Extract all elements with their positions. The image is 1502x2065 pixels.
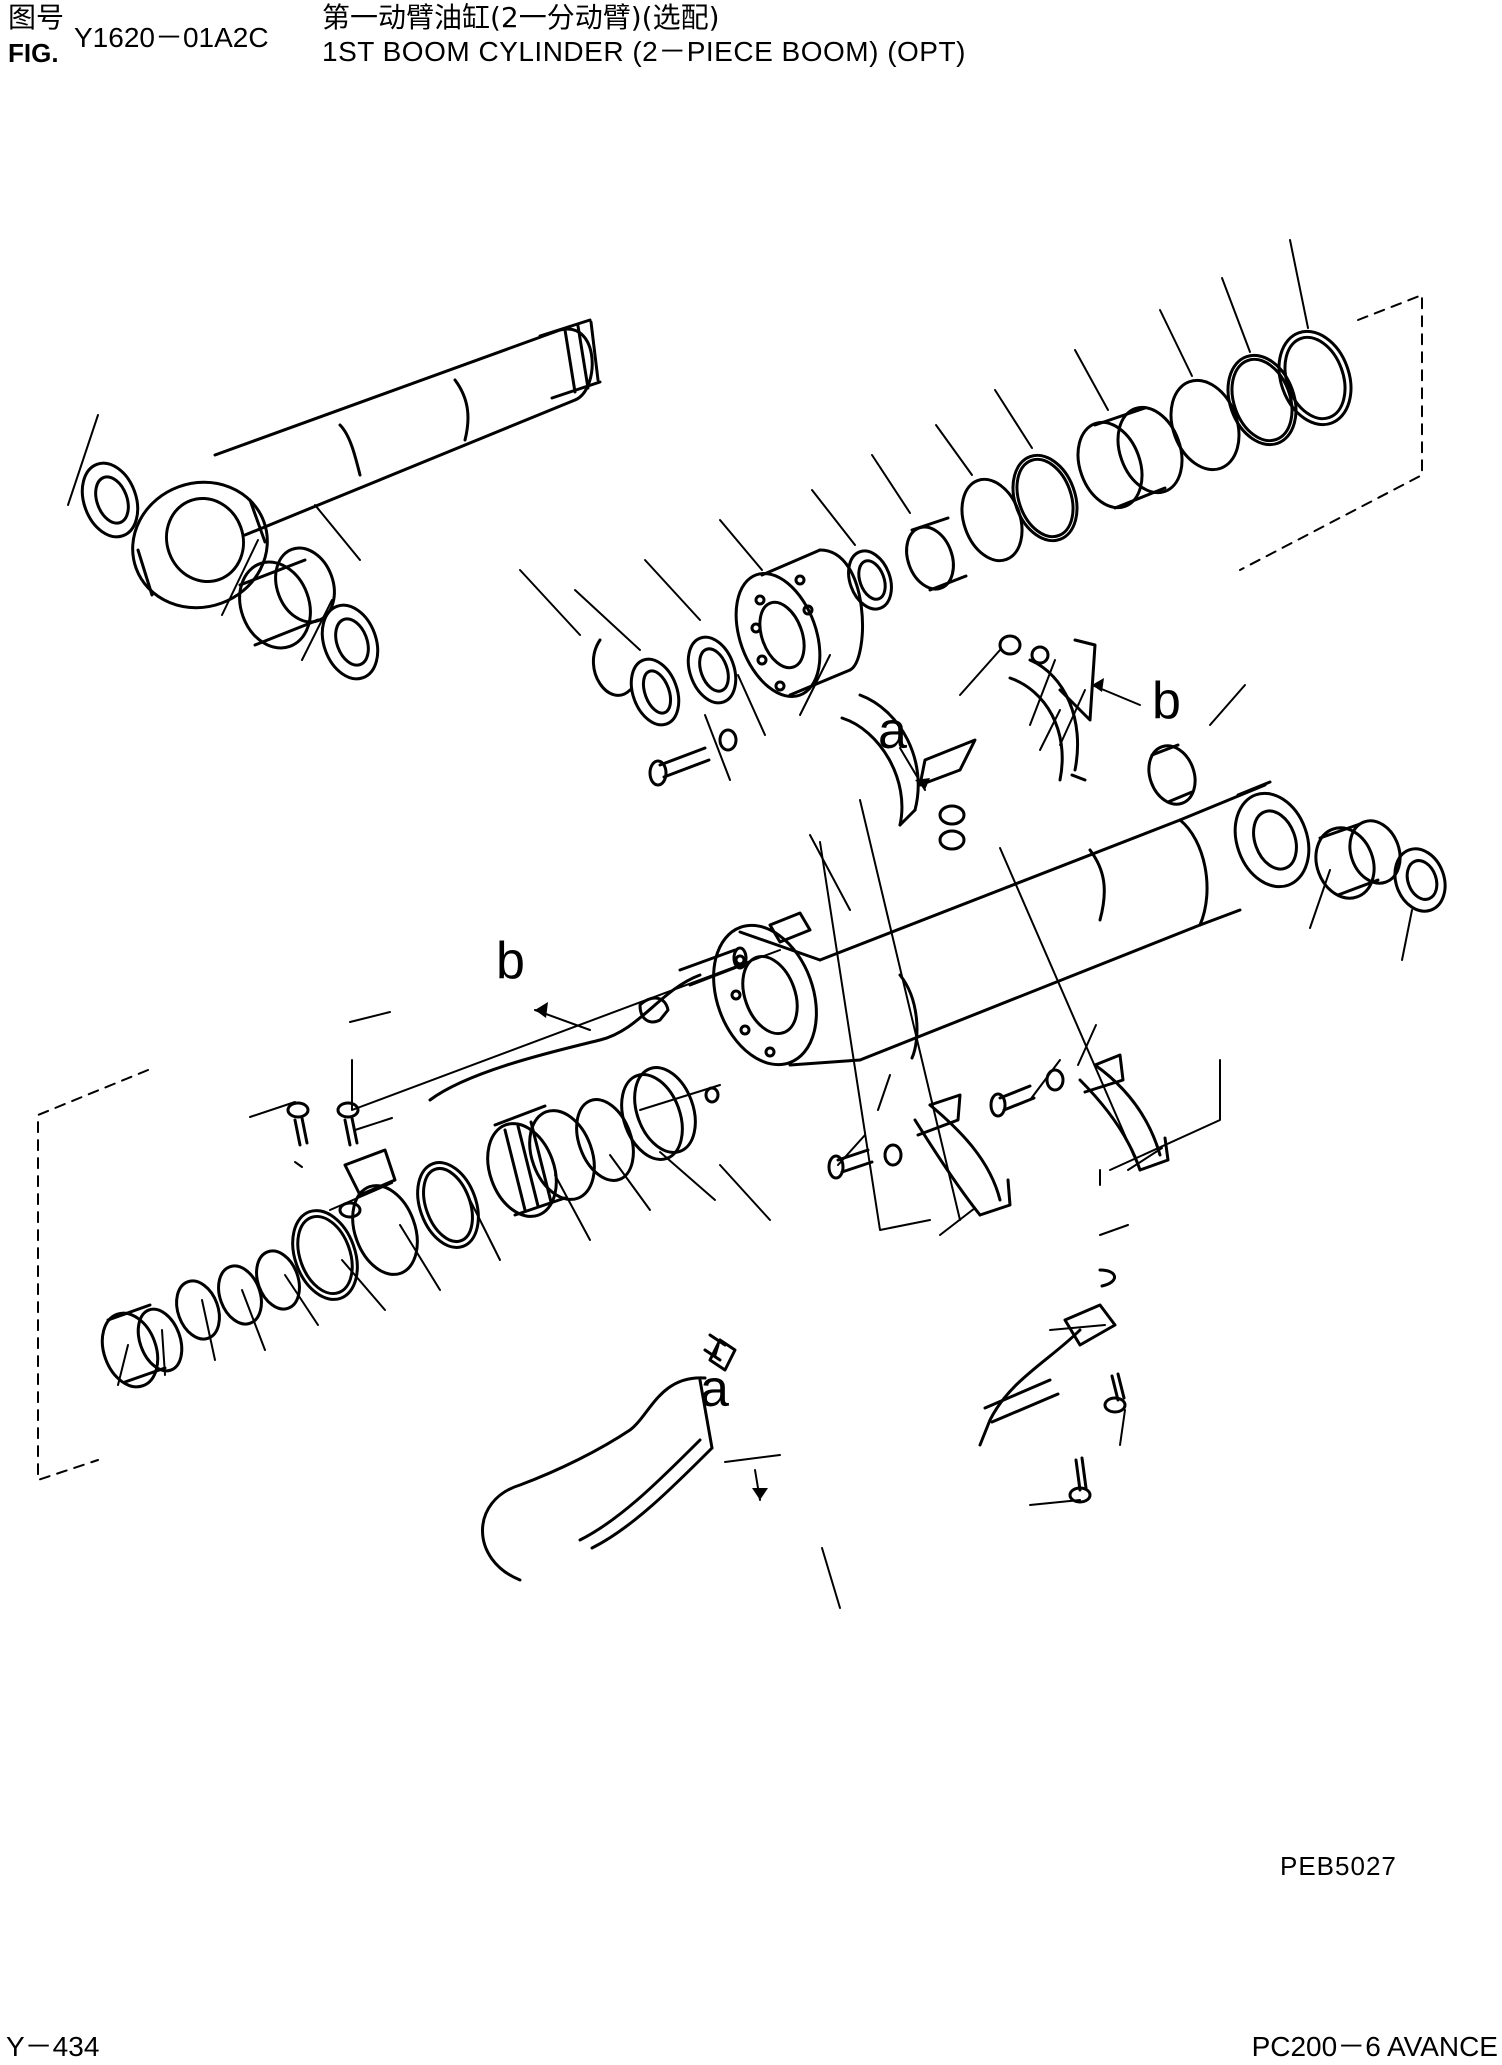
piston-and-rings	[847, 329, 1353, 611]
figure-label-cn: 图号	[8, 1, 65, 34]
machine-model: PC200－6 AVANCE	[1251, 2031, 1498, 2062]
pipe-clamps	[827, 634, 1170, 1217]
hydraulic-tube-b	[286, 946, 748, 1219]
piston-rod-assembly	[131, 318, 602, 610]
exploded-parts-diagram: a b b a PEB5027	[37, 239, 1447, 1881]
figure-title-en: 1ST BOOM CYLINDER (2－PIECE BOOM) (OPT)	[322, 36, 966, 67]
callout-a-upper: a	[878, 702, 907, 760]
callout-a-lower: a	[700, 1360, 729, 1418]
head-bolts	[648, 728, 738, 787]
figure-header: 图号 FIG. Y1620－01A2C 第一动臂油缸(2一分动臂)(选配) 1S…	[8, 4, 1488, 70]
tube-end-bushings	[1147, 743, 1447, 913]
figure-code: Y1620－01A2C	[74, 22, 269, 53]
piston-seals-lower	[100, 1066, 720, 1389]
lower-dash-frame	[37, 1069, 149, 1481]
callout-b-lower: b	[496, 932, 525, 990]
upper-dash-frame	[1239, 294, 1423, 571]
cylinder-head	[734, 548, 864, 699]
cylinder-tube	[712, 780, 1311, 1067]
lower-leader-lines	[117, 649, 1413, 1609]
arrow-heads	[535, 678, 1104, 1500]
callout-b-upper: b	[1152, 672, 1181, 730]
reference-arrows	[534, 684, 1141, 1501]
figure-title-cn: 第一动臂油缸(2一分动臂)(选配)	[322, 1, 720, 34]
rod-eye-bushings	[80, 461, 380, 681]
page-number: Y－434	[6, 2031, 100, 2062]
rod-seals-and-rings	[592, 635, 738, 727]
lower-assembly-lines	[351, 799, 1221, 1231]
figure-label-en: FIG.	[8, 38, 59, 68]
drawing-code: PEB5027	[1280, 1851, 1397, 1881]
hydraulic-tube-a	[481, 1268, 1127, 1582]
upper-leader-lines	[67, 239, 1309, 781]
